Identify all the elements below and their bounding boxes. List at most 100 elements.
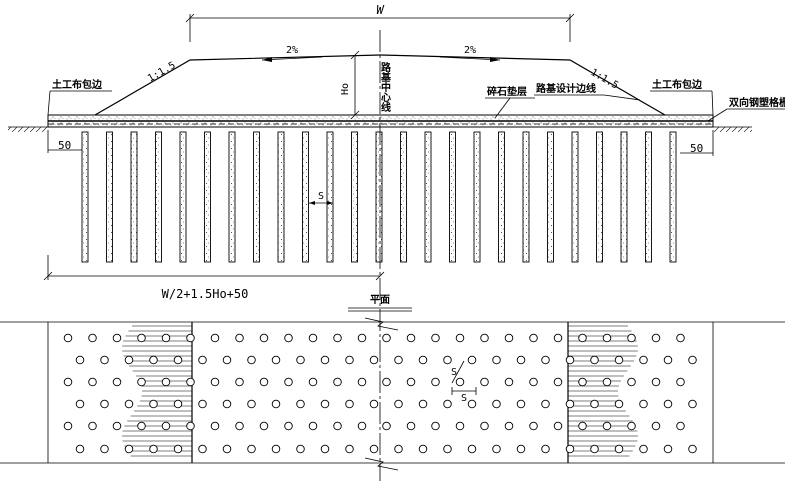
pile — [547, 131, 554, 263]
plan-pile — [247, 399, 256, 409]
plan-pile — [614, 355, 624, 365]
pile — [155, 131, 162, 263]
plan-pile — [137, 333, 146, 343]
dimension-ho: Ho — [340, 50, 360, 120]
plan-pile — [565, 355, 575, 365]
plan-pile — [75, 399, 85, 409]
plan-pile — [198, 355, 207, 365]
plan-pile — [357, 377, 367, 387]
plan-pile — [639, 355, 648, 365]
plan-pile — [663, 355, 673, 365]
plan-pile — [88, 421, 97, 431]
plan-pile — [578, 421, 587, 431]
plan-pile — [149, 399, 158, 409]
plan-pile — [63, 377, 73, 387]
pile — [375, 131, 383, 263]
dim-w-label: W — [376, 3, 385, 17]
plan-pile — [345, 444, 354, 454]
pile — [106, 131, 113, 263]
cross-section: W 2% 2% 1:1.5 1:1.5 Ho 路基中心线 — [8, 3, 785, 481]
plan-pile — [161, 377, 171, 387]
ground-surface — [8, 126, 752, 132]
plan-pile — [406, 421, 416, 431]
plan-pile — [578, 377, 587, 387]
plan-pile — [308, 421, 318, 431]
pile — [645, 131, 652, 263]
plan-pile — [186, 421, 195, 431]
plan-pile — [516, 355, 526, 365]
plan-pile — [541, 355, 550, 365]
plan-pile — [663, 399, 673, 409]
plan-pile — [235, 377, 244, 387]
plan-pile — [124, 399, 134, 409]
plan-pile — [333, 333, 342, 343]
plan-pile — [296, 399, 305, 409]
plan-pile — [590, 399, 599, 409]
plan-pile — [333, 421, 342, 431]
plan-pile — [88, 377, 97, 387]
crossfall-left: 2% — [261, 45, 323, 62]
plan-pile — [455, 333, 465, 343]
plan-pile — [627, 333, 636, 343]
pile — [351, 131, 358, 263]
pile — [253, 131, 260, 263]
plan-pile — [529, 333, 538, 343]
plan-pile — [161, 421, 171, 431]
plan-pile — [565, 399, 575, 409]
total-width-label: W/2+1.5Ho+50 — [162, 287, 249, 301]
plan-pile — [406, 333, 416, 343]
plan-pile — [210, 333, 220, 343]
plan-pile — [186, 333, 195, 343]
plan-pile — [88, 333, 97, 343]
slope-right-label: 2% — [464, 45, 476, 56]
svg-text:S: S — [461, 393, 467, 404]
plan-pile — [431, 377, 440, 387]
plan-pile — [651, 421, 661, 431]
break-mark-bottom — [364, 457, 399, 471]
plan-pile — [186, 377, 195, 387]
plan-pile — [467, 355, 477, 365]
plan-pile — [247, 444, 256, 454]
plan-pile — [639, 399, 648, 409]
plan-pile — [259, 333, 269, 343]
plan-pile — [100, 355, 109, 365]
plan-pile — [173, 399, 183, 409]
plan-pile — [651, 333, 661, 343]
label-geotextile-right: 土工布包边 — [650, 78, 714, 116]
pile — [571, 131, 579, 263]
plan-pile — [480, 421, 489, 431]
pile — [81, 131, 89, 263]
plan-pile — [100, 399, 109, 409]
plan-pile — [602, 333, 612, 343]
pile — [498, 131, 505, 263]
plan-pile — [688, 355, 697, 365]
plan-pile — [320, 444, 330, 454]
pile — [130, 131, 138, 263]
plan-pile — [357, 421, 367, 431]
svg-text:双向钢塑格栅: 双向钢塑格栅 — [729, 96, 785, 109]
plan-pile — [210, 377, 220, 387]
plan-pile — [112, 333, 122, 343]
plan-pile — [492, 399, 501, 409]
plan-pile — [541, 399, 550, 409]
plan-pile — [455, 377, 465, 387]
plan-title: 平面 — [370, 294, 390, 306]
plan-spacing-dims: S S — [451, 360, 477, 404]
svg-text:S: S — [318, 191, 324, 202]
plan-pile — [320, 355, 330, 365]
centerline-label: 路基中心线 — [379, 61, 392, 113]
plan-pile — [529, 377, 538, 387]
plan-pile — [284, 333, 293, 343]
plan-pile — [345, 399, 354, 409]
plan-pile — [382, 333, 391, 343]
plan-pile — [443, 399, 452, 409]
plan-pile — [480, 333, 489, 343]
plan-pile — [112, 377, 122, 387]
plan-pile — [198, 399, 207, 409]
pile — [669, 131, 677, 263]
svg-text:土工布包边: 土工布包边 — [52, 78, 103, 91]
pile — [228, 131, 236, 263]
plan-pile — [492, 355, 501, 365]
ho-label: Ho — [340, 83, 351, 95]
label-geogrid: 双向钢塑格栅 — [707, 96, 785, 122]
